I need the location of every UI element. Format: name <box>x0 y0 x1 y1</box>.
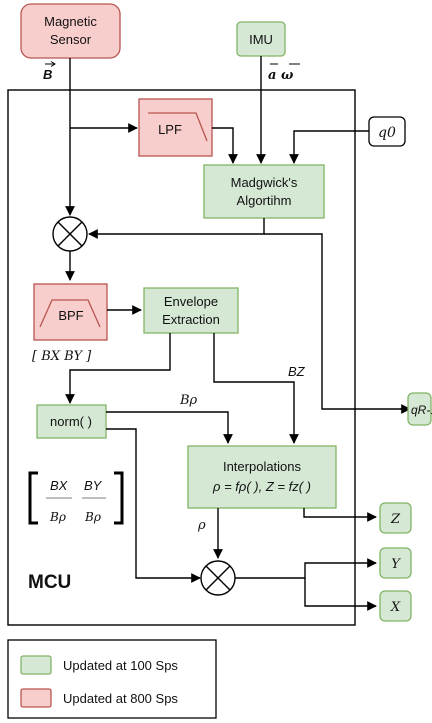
b-vector-label: B <box>43 67 52 82</box>
interp-to-z-line <box>303 508 377 522</box>
a-omega-label: a ω <box>268 68 294 83</box>
legend-swatch-green <box>20 655 52 675</box>
z-output-label: Z <box>390 512 401 527</box>
envelope-to-norm-line <box>65 333 171 404</box>
interpolations-block <box>187 445 337 509</box>
bpf-label: BPF <box>58 308 83 323</box>
qr-inverse-output <box>407 392 432 426</box>
multiplier-to-y-line <box>235 558 377 579</box>
lpf-label: LPF <box>158 122 182 137</box>
ratio-matrix <box>28 471 124 525</box>
multiplier-1-cross-b <box>57 221 83 247</box>
x-output-block <box>379 590 412 622</box>
magnetic-sensor-line2: Sensor <box>50 32 92 47</box>
q0-to-madgwick-line <box>289 130 369 164</box>
matrix-bx: BX <box>50 478 69 493</box>
bx-by-label: [ BX BY ] <box>32 349 92 364</box>
qr-inverse-label: qR-1 <box>411 403 432 417</box>
norm-label: norm( ) <box>50 414 92 429</box>
imu-label: IMU <box>249 32 273 47</box>
magnetic-sensor-line1: Magnetic <box>44 14 97 29</box>
z-output-block <box>379 502 412 534</box>
bpf-shape <box>39 299 101 328</box>
envelope-to-interp-bz-line <box>213 333 299 444</box>
magnetic-sensor-block <box>20 3 121 59</box>
lpf-to-madgwick-line <box>212 127 238 164</box>
mcu-label: MCU <box>28 572 71 593</box>
b-rho-label: Bρ <box>179 393 198 408</box>
envelope-line1: Envelope <box>164 294 218 309</box>
b-vector-arrowhead <box>50 61 56 67</box>
legend-swatch-red <box>20 688 52 708</box>
q0-label-text: q0 <box>378 125 396 141</box>
matrix-brho-right: Bρ <box>84 510 101 524</box>
norm-to-interp-line <box>106 411 233 444</box>
madgwick-to-multiplier-line <box>88 218 265 239</box>
legend-label-green: Updated at 100 Sps <box>63 658 178 673</box>
envelope-line2: Extraction <box>162 312 220 327</box>
legend-label-red: Updated at 800 Sps <box>63 691 178 706</box>
b-z-label: BZ <box>288 364 306 379</box>
y-output-label: Y <box>391 557 401 572</box>
madgwick-block <box>203 164 325 219</box>
lpf-shape <box>148 112 208 142</box>
norm-to-multiplier-line <box>106 428 201 583</box>
mcu-boundary <box>7 89 356 626</box>
matrix-by: BY <box>84 478 103 493</box>
norm-block <box>36 404 107 439</box>
madgwick-to-qr-line <box>264 233 405 410</box>
x-output-label: X <box>390 600 401 615</box>
madgwick-line2: Algortihm <box>237 193 292 208</box>
interpolations-line2: ρ = fρ( ), Z = fz( ) <box>212 479 311 494</box>
y-output-block <box>379 547 412 579</box>
matrix-brho-left: Bρ <box>49 510 66 524</box>
envelope-block <box>143 287 239 334</box>
rho-label: ρ <box>197 518 206 533</box>
madgwick-line1: Madgwick's <box>231 175 298 190</box>
legend-box <box>7 639 217 719</box>
multiplier-2-cross-b <box>205 565 231 591</box>
multiplier-to-x-line <box>304 578 377 611</box>
interpolations-line1: Interpolations <box>223 459 302 474</box>
